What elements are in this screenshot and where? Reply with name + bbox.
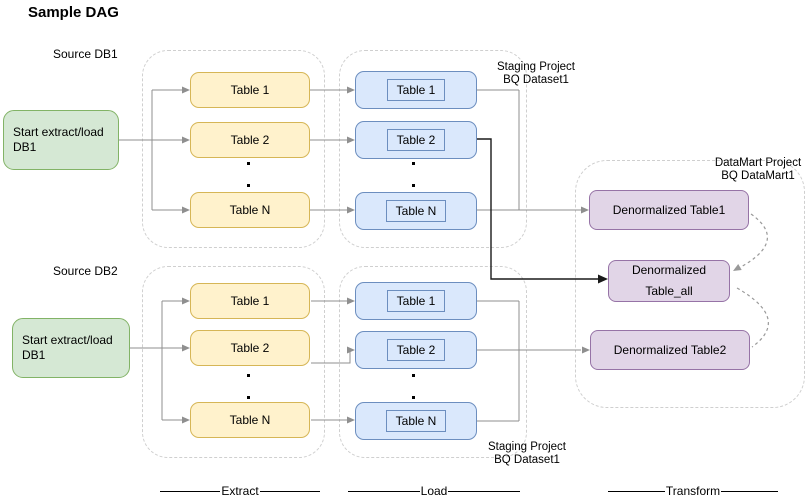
ellipsis-dots bbox=[247, 374, 250, 377]
phase-line bbox=[608, 490, 665, 492]
extract-db1-tableN-label: Table N bbox=[229, 203, 271, 217]
staging-label-db2-line2: BQ Dataset1 bbox=[494, 453, 560, 466]
start-db2-line1: Start extract/load bbox=[22, 333, 113, 347]
extract-db1-table2-label: Table 2 bbox=[230, 133, 270, 147]
load-db1-table1-inner: Table 1 bbox=[386, 79, 446, 101]
extract-db2-tableN-node[interactable]: Table N bbox=[190, 402, 310, 438]
staging-label-db2-line1: Staging Project bbox=[488, 441, 566, 453]
phase-load-label: Load bbox=[420, 484, 448, 498]
denormalized-table2-label: Denormalized Table2 bbox=[613, 343, 727, 357]
phase-line bbox=[160, 490, 221, 492]
start-db1-line1: Start extract/load bbox=[13, 125, 104, 139]
load-db1-tableN-inner: Table N bbox=[385, 200, 447, 222]
load-db2-table1-inner: Table 1 bbox=[386, 290, 446, 312]
load-db2-table2-node[interactable]: Table 2 bbox=[355, 331, 477, 369]
source-db1-label: Source DB1 bbox=[53, 47, 118, 61]
staging-label-db1-line1: Staging Project bbox=[497, 61, 575, 73]
extract-db2-table2-node[interactable]: Table 2 bbox=[190, 330, 310, 366]
load-db1-table2-inner: Table 2 bbox=[386, 129, 446, 151]
phase-transform-label: Transform bbox=[665, 484, 721, 498]
start-db1-line2: DB1 bbox=[13, 140, 37, 154]
extract-db2-table1-node[interactable]: Table 1 bbox=[190, 283, 310, 319]
start-db2-line2: DB1 bbox=[22, 348, 46, 362]
phase-line bbox=[448, 490, 521, 492]
denormalized-table1-node[interactable]: Denormalized Table1 bbox=[589, 190, 749, 230]
phase-load: Load bbox=[348, 483, 521, 499]
ellipsis-dots bbox=[412, 374, 415, 377]
extract-db1-table1-node[interactable]: Table 1 bbox=[190, 72, 310, 108]
ellipsis-dots bbox=[247, 396, 250, 399]
extract-db2-tableN-label: Table N bbox=[229, 413, 271, 427]
load-db1-tableN-label: Table N bbox=[395, 204, 437, 218]
ellipsis-dots bbox=[412, 396, 415, 399]
extract-db1-tableN-node[interactable]: Table N bbox=[190, 192, 310, 228]
load-db1-table1-label: Table 1 bbox=[396, 83, 436, 97]
phase-line bbox=[259, 490, 320, 492]
load-db2-tableN-node[interactable]: Table N bbox=[355, 402, 477, 440]
load-db1-table2-label: Table 2 bbox=[396, 133, 436, 147]
load-db2-table2-label: Table 2 bbox=[396, 343, 436, 357]
load-db2-table2-inner: Table 2 bbox=[386, 339, 446, 361]
phase-line bbox=[721, 490, 779, 492]
phase-extract-label: Extract bbox=[221, 484, 259, 498]
extract-db2-table1-label: Table 1 bbox=[230, 294, 270, 308]
start-extract-db2-node[interactable]: Start extract/load DB1 bbox=[12, 318, 130, 378]
datamart-label: DataMart Project BQ DataMart1 bbox=[699, 157, 811, 182]
source-db2-label: Source DB2 bbox=[53, 264, 118, 278]
denormalized-table-all-node[interactable]: Denormalized Table_all bbox=[608, 260, 730, 302]
phase-extract: Extract bbox=[160, 483, 320, 499]
denormalized-table1-label: Denormalized Table1 bbox=[612, 203, 726, 217]
denormalized-table-all-line2: Table_all bbox=[645, 284, 693, 298]
extract-db1-table2-node[interactable]: Table 2 bbox=[190, 122, 310, 158]
ellipsis-dots bbox=[412, 184, 415, 187]
start-extract-db1-text: Start extract/load DB1 bbox=[13, 125, 104, 155]
ellipsis-dots bbox=[247, 184, 250, 187]
staging-label-db1-line2: BQ Dataset1 bbox=[503, 73, 569, 86]
load-db2-tableN-label: Table N bbox=[395, 414, 437, 428]
load-db1-tableN-node[interactable]: Table N bbox=[355, 192, 477, 230]
start-extract-db1-node[interactable]: Start extract/load DB1 bbox=[3, 110, 119, 170]
load-db2-tableN-inner: Table N bbox=[385, 410, 447, 432]
load-db2-table1-node[interactable]: Table 1 bbox=[355, 282, 477, 320]
extract-db2-table2-label: Table 2 bbox=[230, 341, 270, 355]
staging-label-db2: Staging Project BQ Dataset1 bbox=[467, 441, 587, 466]
staging-label-db1: Staging Project BQ Dataset1 bbox=[476, 61, 596, 86]
ellipsis-dots bbox=[247, 162, 250, 165]
page-title: Sample DAG bbox=[28, 4, 119, 21]
datamart-label-line1: DataMart Project bbox=[714, 157, 802, 169]
phase-line bbox=[348, 490, 420, 492]
load-db1-table2-node[interactable]: Table 2 bbox=[355, 121, 477, 159]
denormalized-table-all-line1: Denormalized bbox=[631, 263, 707, 277]
start-extract-db2-text: Start extract/load DB1 bbox=[22, 333, 113, 363]
extract-db1-table1-label: Table 1 bbox=[230, 83, 270, 97]
ellipsis-dots bbox=[412, 162, 415, 165]
denormalized-table2-node[interactable]: Denormalized Table2 bbox=[590, 330, 750, 370]
load-db1-table1-node[interactable]: Table 1 bbox=[355, 71, 477, 109]
load-db2-table1-label: Table 1 bbox=[396, 294, 436, 308]
datamart-container bbox=[575, 160, 805, 408]
phase-transform: Transform bbox=[608, 483, 779, 499]
datamart-label-line2: BQ DataMart1 bbox=[721, 169, 795, 182]
